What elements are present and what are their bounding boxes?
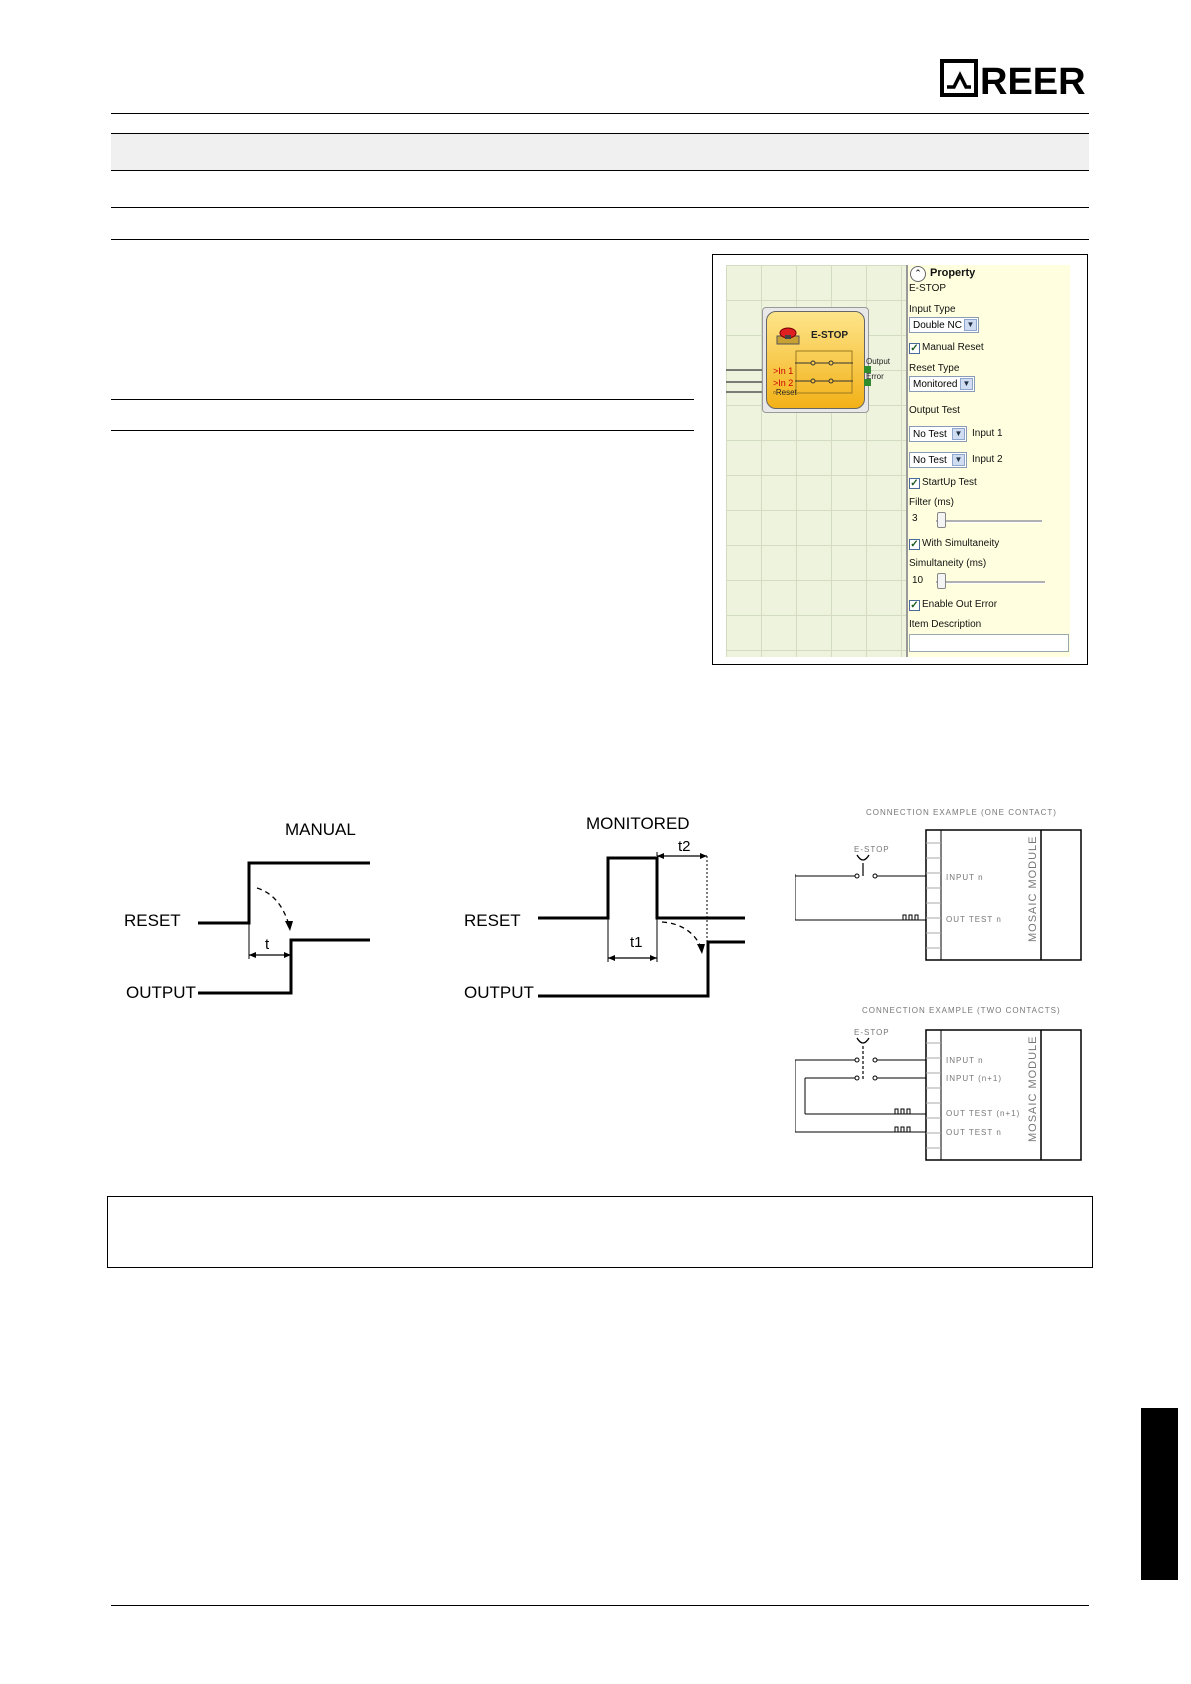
schematic-one-estop: E-STOP — [854, 845, 890, 854]
output-pin-icon — [864, 366, 871, 373]
reset-type-label: Reset Type — [909, 363, 960, 374]
schematic-one-input: INPUT n — [946, 873, 984, 882]
chevron-down-icon: ▼ — [952, 454, 965, 466]
block-input-reset: ▫Reset — [773, 388, 797, 397]
rule — [111, 399, 694, 400]
estop-function-block[interactable]: E-STOP >In 1 >In 2 ▫Reset — [766, 311, 865, 409]
schematic-two-input2: INPUT (n+1) — [946, 1074, 1002, 1083]
simultaneity-slider-thumb[interactable] — [937, 573, 946, 589]
test2-label: Input 2 — [972, 454, 1003, 465]
monitored-t2-label: t2 — [678, 838, 691, 855]
schematic-two-out-test2: OUT TEST (n+1) — [946, 1109, 1021, 1118]
collapse-chevron-icon[interactable]: ⌃ — [910, 266, 926, 282]
reer-logo: REER — [940, 59, 1086, 101]
schematic-one-diagram — [795, 829, 1082, 961]
logo-mark-icon — [940, 59, 978, 97]
block-title: E-STOP — [811, 330, 849, 341]
schematic-two-title: CONNECTION EXAMPLE (TWO CONTACTS) — [862, 1006, 1061, 1015]
test1-select[interactable]: No Test▼ — [909, 426, 967, 442]
rule — [111, 239, 1089, 240]
monitored-timing-waveform — [538, 852, 745, 998]
manual-title: MANUAL — [285, 820, 356, 839]
simultaneity-check-label: With Simultaneity — [922, 538, 1000, 549]
logo-wordmark: REER — [980, 61, 1086, 101]
schematic-two-input: INPUT n — [946, 1056, 984, 1065]
test2-select[interactable]: No Test▼ — [909, 452, 967, 468]
block-input-in1: >In 1 — [773, 366, 794, 376]
manual-output-signal-label: OUTPUT — [126, 983, 196, 1002]
input-type-select[interactable]: Double NC▼ — [909, 317, 979, 333]
block-output-label: Output — [866, 357, 891, 366]
input-type-label: Input Type — [909, 304, 956, 315]
chevron-down-icon: ▼ — [960, 378, 973, 390]
block-error-label: Error — [866, 372, 884, 381]
chevron-down-icon: ▼ — [964, 319, 977, 331]
filter-slider-thumb[interactable] — [937, 512, 946, 528]
simultaneity-slider-track[interactable] — [936, 581, 1045, 584]
schematic-two-estop: E-STOP — [854, 1028, 890, 1037]
manual-reset-label: Manual Reset — [922, 342, 984, 353]
test1-label: Input 1 — [972, 428, 1003, 439]
reset-type-select[interactable]: Monitored▼ — [909, 376, 975, 392]
chevron-down-icon: ▼ — [952, 428, 965, 440]
contacts-symbol — [795, 350, 853, 394]
section-title-bar — [111, 133, 1089, 171]
schematic-one-out-test: OUT TEST n — [946, 915, 1002, 924]
simultaneity-checkbox[interactable]: ✓ — [909, 539, 920, 550]
header-rule — [111, 113, 1089, 114]
item-description-input[interactable] — [909, 634, 1069, 652]
schematic-two-out-test: OUT TEST n — [946, 1128, 1002, 1137]
block-input-in2: >In 2 — [773, 378, 794, 388]
rule — [111, 430, 694, 431]
estop-button-icon — [776, 327, 800, 345]
item-description-label: Item Description — [909, 619, 982, 630]
schematic-one-title: CONNECTION EXAMPLE (ONE CONTACT) — [866, 808, 1057, 817]
error-pin-icon — [864, 379, 871, 386]
monitored-reset-signal-label: RESET — [464, 911, 521, 930]
filter-label: Filter (ms) — [909, 497, 954, 508]
monitored-t1-label: t1 — [630, 934, 643, 951]
chapter-tab — [1141, 1408, 1178, 1580]
schematic-two-module: MOSAIC MODULE — [1027, 1035, 1039, 1142]
rule — [111, 207, 1089, 208]
schematic-one-module: MOSAIC MODULE — [1027, 835, 1039, 942]
manual-t-label: t — [265, 936, 270, 953]
schematic-two-diagram — [795, 1029, 1082, 1161]
simultaneity-value: 10 — [912, 575, 924, 586]
monitored-output-signal-label: OUTPUT — [464, 983, 534, 1002]
startup-test-label: StartUp Test — [922, 477, 977, 488]
item-name: E-STOP — [909, 283, 947, 294]
manual-reset-signal-label: RESET — [124, 911, 181, 930]
filter-value: 3 — [912, 513, 918, 524]
footer-rule — [111, 1605, 1089, 1606]
enable-out-error-checkbox[interactable]: ✓ — [909, 600, 920, 611]
property-header: Property — [930, 267, 976, 279]
note-box — [107, 1196, 1093, 1268]
manual-timing-waveform — [198, 861, 370, 995]
filter-slider-track[interactable] — [936, 520, 1042, 523]
monitored-title: MONITORED — [586, 814, 690, 833]
simultaneity-label: Simultaneity (ms) — [909, 558, 987, 569]
enable-out-error-label: Enable Out Error — [922, 599, 998, 610]
startup-test-checkbox[interactable]: ✓ — [909, 478, 920, 489]
manual-reset-checkbox[interactable]: ✓ — [909, 343, 920, 354]
output-test-label: Output Test — [909, 405, 960, 416]
